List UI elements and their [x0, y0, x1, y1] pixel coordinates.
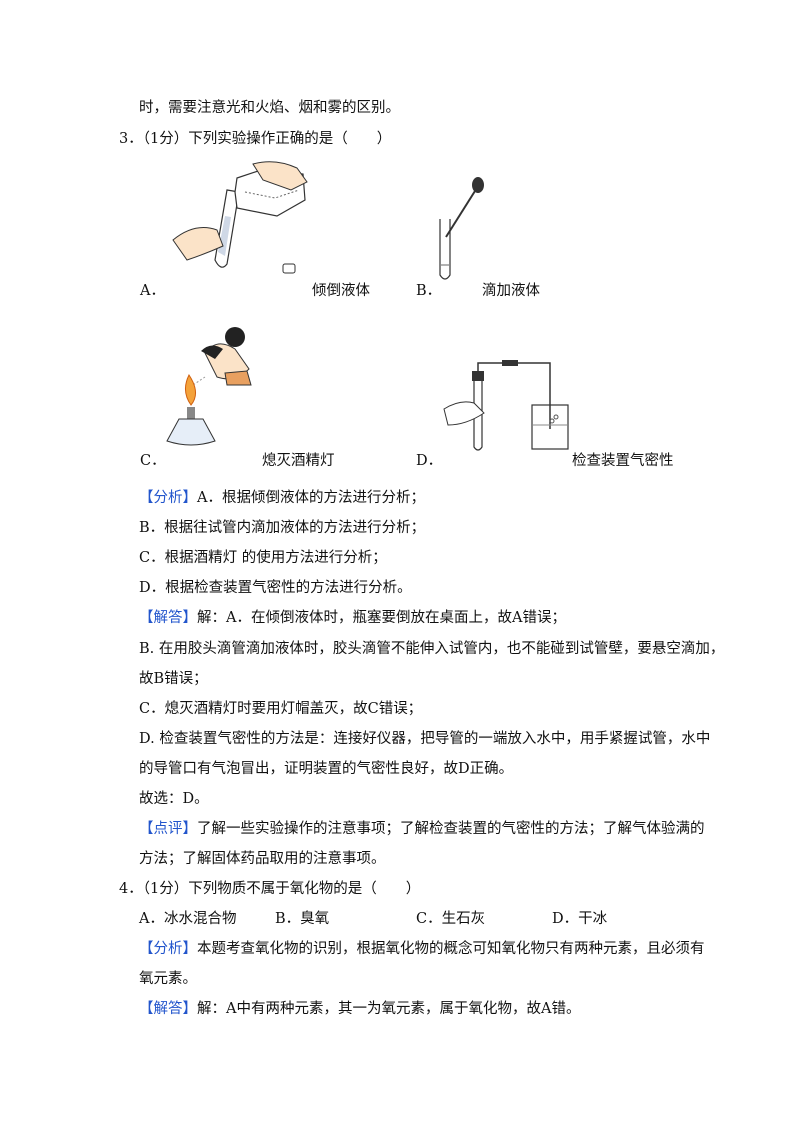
- answer-text: D. 检查装置气密性的方法是：连接好仪器，把导管的一端放入水中，用手紧握试管，水…: [139, 731, 711, 747]
- analysis-text: A．根据倾倒液体的方法进行分析；: [197, 490, 425, 506]
- answer-text: 的导管口有气泡冒出，证明装置的气密性良好，故D正确。: [139, 761, 514, 777]
- q4-analysis-line: 【分析】本题考查氧化物的识别，根据氧化物的概念可知氧化物只有两种元素，且必须有: [139, 939, 705, 959]
- q4-option-b: B．臭氧: [275, 911, 330, 927]
- alcohol-lamp-figure: [166, 327, 252, 446]
- analysis-text: C．根据酒精灯 的使用方法进行分析；: [139, 550, 387, 566]
- question-4-stem: 4．（1分）下列物质不属于氧化物的是（ ）: [119, 881, 421, 897]
- analysis-text: D．根据检查装置气密性的方法进行分析。: [139, 580, 412, 596]
- q3-comment-line: 【点评】了解一些实验操作的注意事项；了解检查装置的气密性的方法；了解气体验满的: [139, 819, 705, 839]
- option-b-letter: B．: [416, 283, 442, 299]
- answer-tag: 【解答】: [139, 1001, 197, 1017]
- option-b-caption: 滴加液体: [482, 283, 540, 299]
- q3-answer-line: 【解答】解：A．在倾倒液体时，瓶塞要倒放在桌面上，故A错误；: [139, 608, 566, 628]
- q3-analysis-line: 【分析】A．根据倾倒液体的方法进行分析；: [139, 488, 425, 508]
- answer-text: 解：A中有两种元素，其一为氧元素，属于氧化物，故A错。: [197, 1001, 581, 1017]
- airtightness-figure: [443, 360, 569, 451]
- comment-tag: 【点评】: [139, 821, 197, 837]
- q4-option-d: D．干冰: [552, 911, 608, 927]
- analysis-text: B．根据往试管内滴加液体的方法进行分析；: [139, 520, 426, 536]
- analysis-text: 本题考查氧化物的识别，根据氧化物的概念可知氧化物只有两种元素，且必须有: [197, 941, 705, 957]
- analysis-tag: 【分析】: [139, 490, 197, 506]
- q4-option-c: C．生石灰: [416, 911, 486, 927]
- analysis-tag: 【分析】: [139, 941, 197, 957]
- pouring-liquid-figure: [172, 161, 308, 274]
- q4-answer-line: 【解答】解：A中有两种元素，其一为氧元素，属于氧化物，故A错。: [139, 999, 580, 1019]
- option-c-caption: 熄灭酒精灯: [262, 453, 335, 469]
- answer-text: 故B错误；: [139, 671, 208, 687]
- comment-text: 方法；了解固体药品取用的注意事项。: [139, 851, 386, 867]
- answer-text: C．熄灭酒精灯时要用灯帽盖灭，故C错误；: [139, 701, 423, 717]
- option-d-caption: 检查装置气密性: [572, 453, 674, 469]
- analysis-text: 氧元素。: [139, 971, 197, 987]
- answer-tag: 【解答】: [139, 610, 197, 626]
- answer-text: B. 在用胶头滴管滴加液体时，胶头滴管不能伸入试管内，也不能碰到试管壁，要悬空滴…: [139, 641, 725, 657]
- option-a-caption: 倾倒液体: [312, 283, 370, 299]
- option-a-letter: A．: [140, 283, 165, 299]
- comment-text: 了解一些实验操作的注意事项；了解检查装置的气密性的方法；了解气体验满的: [197, 821, 705, 837]
- answer-text: 解：A．在倾倒液体时，瓶塞要倒放在桌面上，故A错误；: [197, 610, 566, 626]
- dropper-figure: [439, 177, 484, 280]
- q4-option-a: A．冰水混合物: [139, 911, 237, 927]
- option-c-letter: C．: [140, 453, 166, 469]
- answer-text: 故选：D。: [139, 791, 209, 807]
- option-d-letter: D．: [416, 453, 443, 469]
- intro-tail-text: 时，需要注意光和火焰、烟和雾的区别。: [139, 100, 400, 116]
- question-3-stem: 3．（1分）下列实验操作正确的是（ ）: [119, 131, 392, 147]
